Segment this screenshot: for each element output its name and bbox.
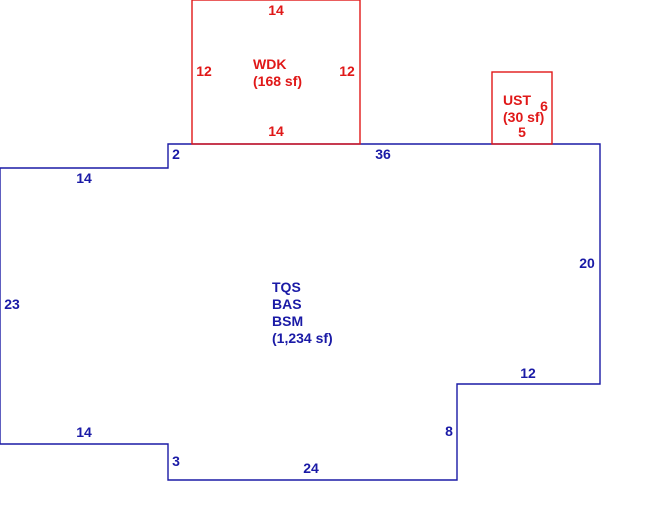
ust-area-size: (30 sf) xyxy=(503,109,544,125)
wdk-area-size: (168 sf) xyxy=(253,73,302,89)
dim-main-lower-step: 3 xyxy=(172,453,180,469)
dim-main-upper-step: 2 xyxy=(172,146,180,162)
main-code-3: BSM xyxy=(272,313,303,329)
main-code-1: TQS xyxy=(272,279,301,295)
dim-main-lower-left: 14 xyxy=(76,424,92,440)
dim-ust-right: 6 xyxy=(540,98,548,114)
dim-main-right: 20 xyxy=(579,255,595,271)
ust-outline xyxy=(491,71,553,145)
dim-wdk-left: 12 xyxy=(196,63,212,79)
wdk-code: WDK xyxy=(253,56,286,72)
dim-wdk-bottom: 14 xyxy=(268,123,284,139)
dim-main-left: 23 xyxy=(4,296,20,312)
main-area-size: (1,234 sf) xyxy=(272,330,333,346)
dim-wdk-right: 12 xyxy=(339,63,355,79)
ust-code: UST xyxy=(503,92,531,108)
main-code-2: BAS xyxy=(272,296,302,312)
dim-main-upper-left: 14 xyxy=(76,170,92,186)
main-area-outline xyxy=(0,143,601,481)
dim-main-inner-vertical: 8 xyxy=(445,423,453,439)
dim-ust-bottom: 5 xyxy=(518,124,526,140)
dim-main-inner-horizontal: 12 xyxy=(520,365,536,381)
dim-main-bottom: 24 xyxy=(303,460,319,476)
dim-wdk-top: 14 xyxy=(268,2,284,18)
wdk-outline xyxy=(191,0,361,145)
dim-main-top: 36 xyxy=(375,146,391,162)
